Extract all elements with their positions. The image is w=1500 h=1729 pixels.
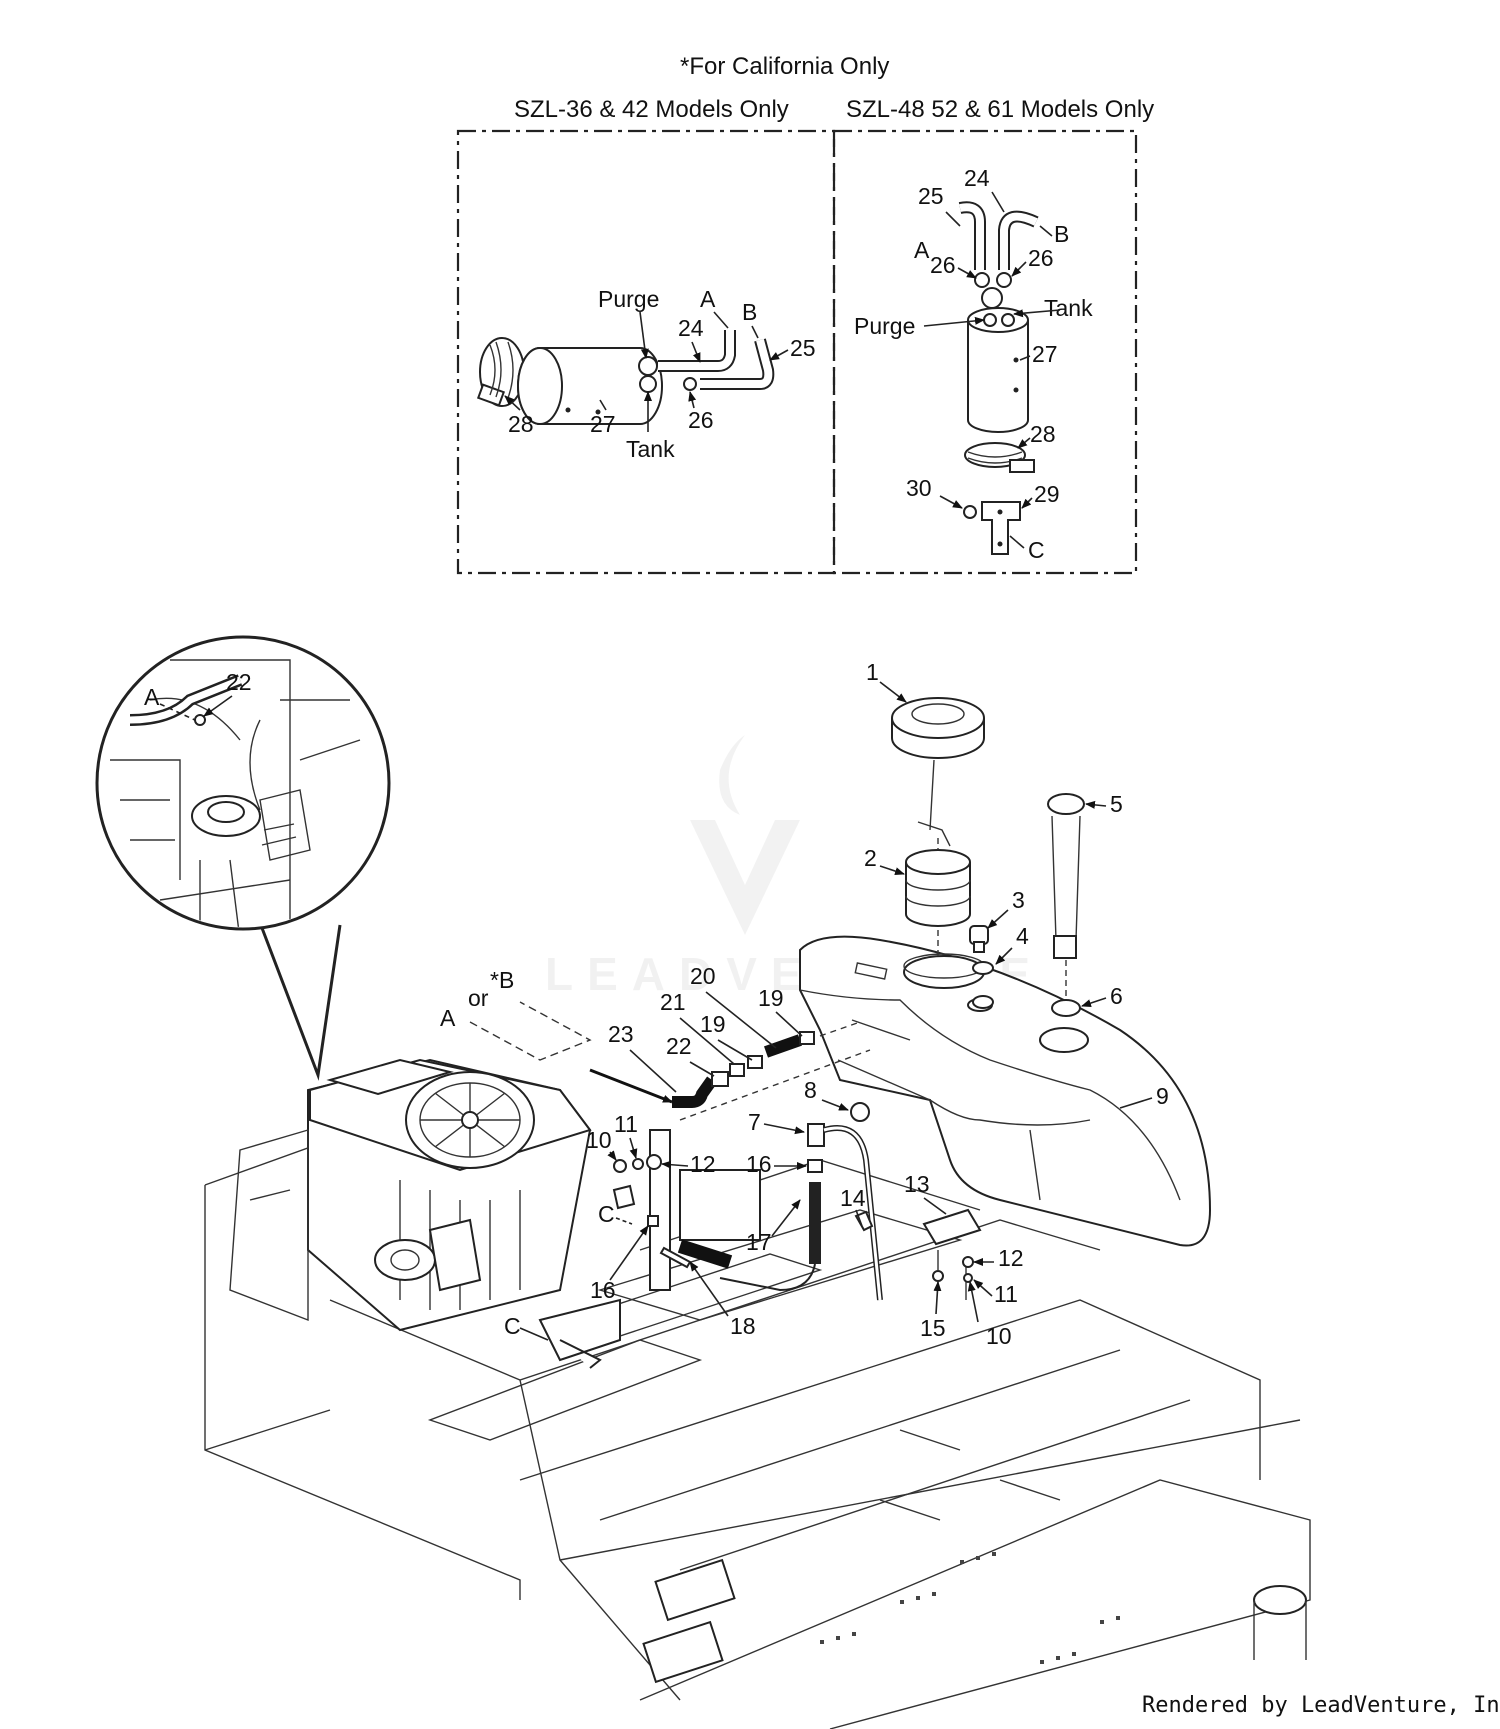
- left-purge-label: Purge: [598, 286, 659, 312]
- left-canister-assembly: [476, 330, 775, 425]
- hose-main: [677, 1239, 733, 1269]
- bracket-29: [981, 501, 1021, 555]
- label-20: 20: [690, 963, 716, 989]
- label-21: 21: [660, 989, 686, 1015]
- mount-bracket: [538, 1129, 982, 1369]
- nut-30: [963, 505, 977, 519]
- bushing: [612, 1184, 636, 1210]
- right-b-label: B: [1054, 221, 1069, 247]
- label-or: or: [468, 985, 489, 1011]
- label-23: 23: [608, 1021, 634, 1047]
- fitting-19: [747, 1055, 763, 1069]
- label-8: 8: [804, 1077, 817, 1103]
- label-13: 13: [904, 1171, 930, 1197]
- label-star-b: *B: [490, 967, 514, 993]
- right-canister-assembly: [958, 201, 1039, 555]
- label-12b: 12: [998, 1245, 1024, 1271]
- engine: [229, 1058, 592, 1332]
- right-30-label: 30: [906, 475, 932, 501]
- label-22: 22: [666, 1033, 692, 1059]
- left-25-label: 25: [790, 335, 816, 361]
- label-6: 6: [1110, 983, 1123, 1009]
- left-b-label: B: [742, 299, 757, 325]
- diagram-title: *For California Only: [680, 53, 889, 80]
- label-16b: 16: [590, 1277, 616, 1303]
- right-29-label: 29: [1034, 481, 1060, 507]
- canister-27-vertical: [967, 320, 1029, 433]
- label-3: 3: [1012, 887, 1025, 913]
- grommet-6: [1051, 999, 1081, 1017]
- label-10b: 10: [986, 1323, 1012, 1349]
- fuel-gauge-5: [1047, 793, 1085, 959]
- right-inset-panel: [832, 129, 1138, 575]
- right-24-label: 24: [964, 165, 990, 191]
- right-26b-label: 26: [1028, 245, 1054, 271]
- fuel-line-assembly: [469, 1001, 871, 1121]
- filter-2: [905, 849, 971, 927]
- label-19a: 19: [700, 1011, 726, 1037]
- left-panel-title: SZL-36 & 42 Models Only: [514, 96, 789, 123]
- label-18: 18: [730, 1313, 756, 1339]
- label-9: 9: [1156, 1083, 1169, 1109]
- label-2: 2: [864, 845, 877, 871]
- shutoff-7: [807, 1123, 883, 1301]
- label-11b: 11: [994, 1281, 1018, 1307]
- label-5: 5: [1110, 791, 1123, 817]
- grommet-8: [850, 1102, 870, 1122]
- label-10a: 10: [586, 1127, 612, 1153]
- label-11a: 11: [614, 1111, 638, 1137]
- label-c2: C: [504, 1313, 521, 1339]
- label-15: 15: [920, 1315, 946, 1341]
- label-a: A: [440, 1005, 456, 1031]
- left-a-label: A: [700, 286, 716, 312]
- right-c-label: C: [1028, 537, 1045, 563]
- right-purge-label: Purge: [854, 313, 915, 339]
- right-26a-label: 26: [930, 252, 956, 278]
- grommet-4: [972, 961, 994, 975]
- right-panel-title: SZL-48 52 & 61 Models Only: [846, 96, 1154, 123]
- label-12a: 12: [690, 1151, 716, 1177]
- detail-circle: [95, 635, 391, 1081]
- left-27-label: 27: [590, 411, 616, 437]
- left-inset-panel: [456, 129, 836, 575]
- credit-text: Rendered by LeadVenture, Inc.: [1142, 1693, 1500, 1718]
- plate-13: [922, 1208, 982, 1246]
- right-25-label: 25: [918, 183, 944, 209]
- left-tank-label: Tank: [626, 436, 675, 462]
- label-17: 17: [746, 1229, 772, 1255]
- detail-22-label: 22: [226, 669, 252, 695]
- filter-20: [764, 1034, 802, 1058]
- label-7: 7: [748, 1109, 761, 1135]
- fitting-22: [711, 1071, 729, 1087]
- label-16a: 16: [746, 1151, 772, 1177]
- right-a-label: A: [914, 237, 930, 263]
- fitting-21: [729, 1063, 745, 1077]
- left-24-label: 24: [678, 315, 704, 341]
- label-4: 4: [1016, 923, 1029, 949]
- detail-a-label: A: [144, 684, 160, 710]
- right-tank-label: Tank: [1044, 295, 1093, 321]
- label-14: 14: [840, 1185, 866, 1211]
- clamp-16: [807, 1159, 823, 1173]
- clamp-16b: [647, 1215, 659, 1227]
- grommet-4b: [972, 995, 994, 1009]
- vent-3: [969, 925, 989, 953]
- label-19b: 19: [758, 985, 784, 1011]
- right-27-label: 27: [1032, 341, 1058, 367]
- screw-18: [659, 1246, 692, 1269]
- left-28-label: 28: [508, 411, 534, 437]
- right-28-label: 28: [1030, 421, 1056, 447]
- label-c1: C: [598, 1201, 615, 1227]
- left-26-label: 26: [688, 407, 714, 433]
- label-1: 1: [866, 659, 879, 685]
- fuel-cap-1: [891, 697, 985, 847]
